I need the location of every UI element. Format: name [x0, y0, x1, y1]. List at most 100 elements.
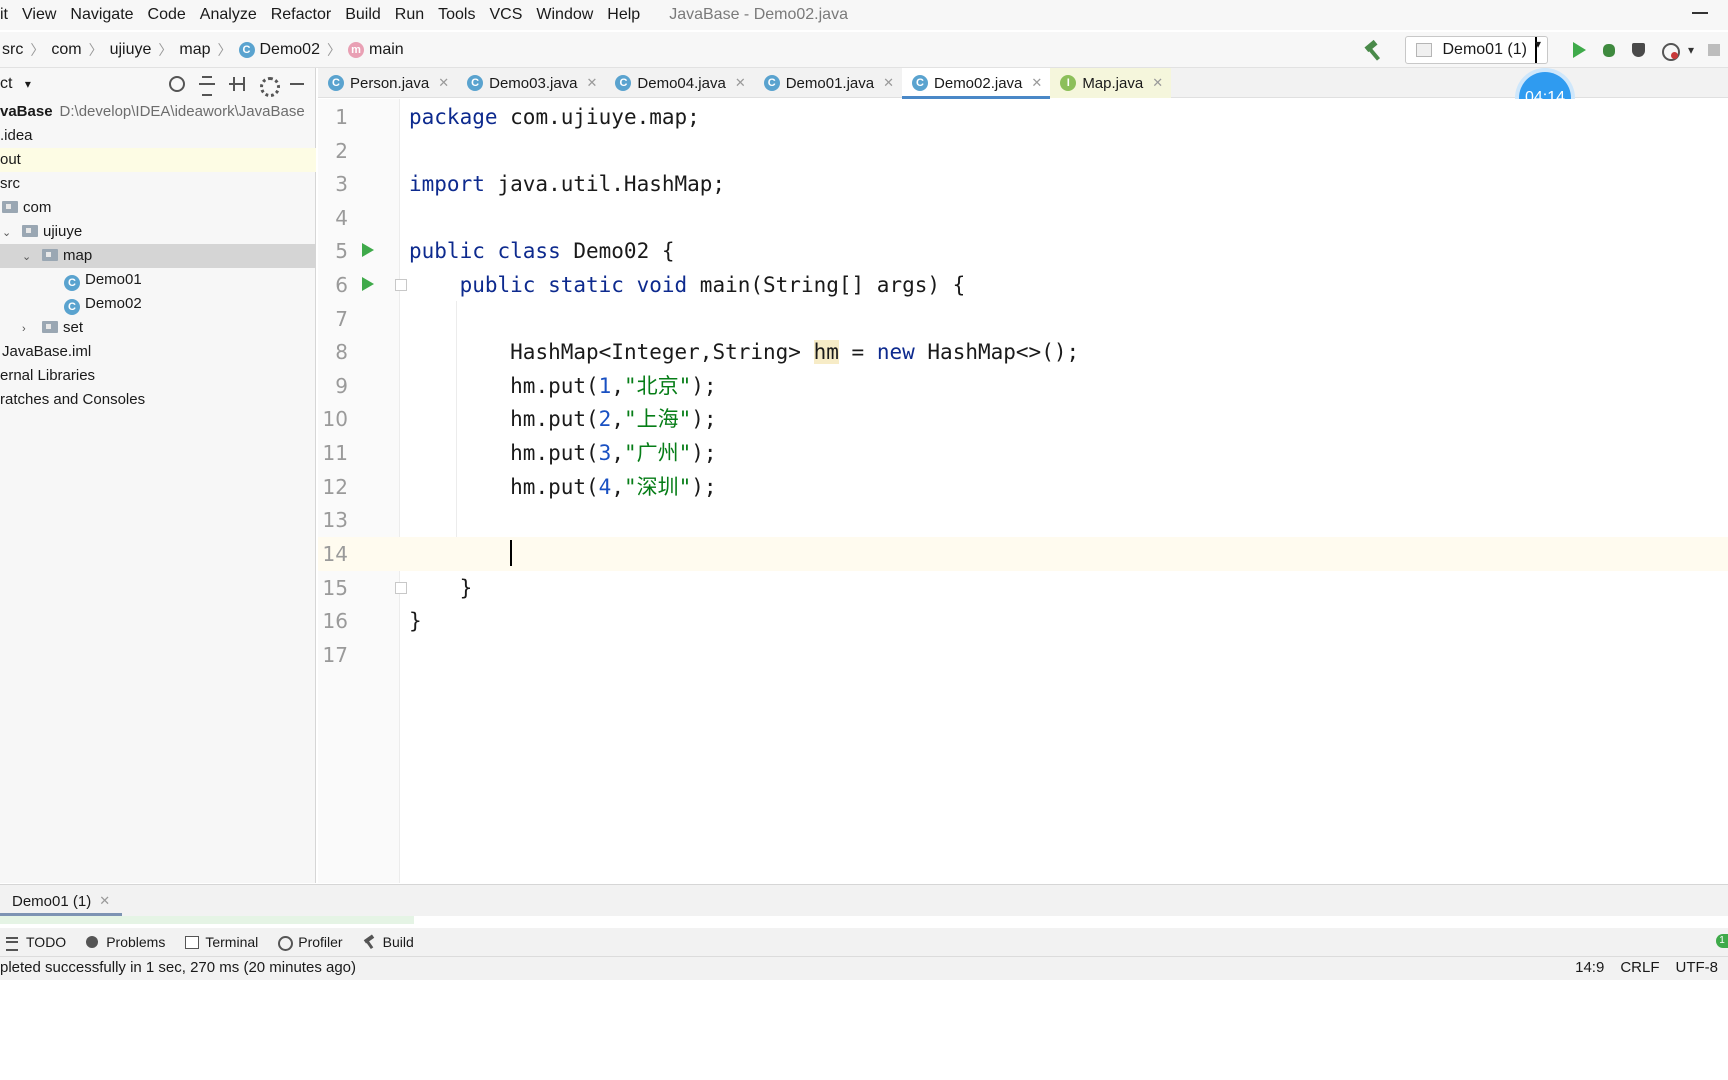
tree-item-out[interactable]: out	[0, 148, 316, 172]
code-line-17[interactable]: 17	[318, 638, 1728, 672]
code-editor[interactable]: 1 package com.ujiuye.map; 2 3 import jav…	[318, 99, 1728, 883]
close-icon[interactable]: ✕	[734, 75, 746, 90]
code-line-3[interactable]: 3 import java.util.HashMap;	[318, 167, 1728, 201]
close-icon[interactable]: ✕	[1031, 75, 1043, 90]
gear-icon[interactable]	[257, 74, 280, 97]
menu-edit[interactable]: it	[0, 6, 8, 23]
line-number: 5	[335, 239, 348, 263]
fold-icon[interactable]	[395, 582, 407, 594]
run-icon[interactable]	[1569, 40, 1589, 60]
project-view-selector[interactable]: ct ▾	[0, 75, 31, 93]
close-icon[interactable]: ✕	[883, 75, 895, 90]
menu-build[interactable]: Build	[345, 6, 381, 23]
menu-analyze[interactable]: Analyze	[199, 6, 257, 23]
tool-window-todo[interactable]: TODO	[6, 934, 66, 951]
profile-icon[interactable]	[1659, 40, 1680, 61]
tree-item-scratches[interactable]: ratches and Consoles	[0, 388, 316, 412]
tab-demo01[interactable]: C Demo01.java ✕	[754, 68, 902, 98]
tree-item-set[interactable]: ›set	[0, 316, 316, 340]
tool-window-problems[interactable]: Problems	[86, 934, 165, 950]
tab-demo04[interactable]: C Demo04.java ✕	[605, 68, 753, 98]
code-line-7[interactable]: 7	[318, 302, 1728, 336]
line-number: 2	[335, 139, 348, 163]
menu-run[interactable]: Run	[394, 6, 425, 23]
menu-refactor[interactable]: Refactor	[270, 6, 332, 23]
coverage-icon[interactable]	[1629, 40, 1649, 60]
menu-view[interactable]: View	[22, 6, 57, 23]
menu-vcs[interactable]: VCS	[489, 6, 523, 23]
code-line-14[interactable]: 14	[318, 537, 1728, 571]
run-gutter-icon[interactable]	[362, 243, 374, 257]
code-line-16[interactable]: 16 }	[318, 604, 1728, 638]
tree-item-map[interactable]: ⌄ map	[0, 244, 316, 268]
minimize-icon[interactable]	[1692, 12, 1708, 14]
tool-window-terminal[interactable]: Terminal	[185, 934, 258, 950]
code-line-13[interactable]: 13	[318, 503, 1728, 537]
run-config-selector[interactable]: Demo01 (1) ▾	[1405, 36, 1548, 64]
tree-item-iml[interactable]: JavaBase.iml	[0, 340, 316, 364]
menu-tools[interactable]: Tools	[438, 6, 476, 23]
file-encoding[interactable]: UTF-8	[1675, 959, 1719, 976]
tool-window-build[interactable]: Build	[363, 934, 414, 950]
code-line-6[interactable]: 6 public static void main(String[] args)…	[318, 268, 1728, 302]
debug-icon[interactable]	[1599, 40, 1619, 60]
tree-item-com[interactable]: com	[0, 196, 316, 220]
menu-window[interactable]: Window	[536, 6, 594, 23]
code-line-8[interactable]: 8 HashMap<Integer,String> hm = new HashM…	[318, 335, 1728, 369]
hide-panel-icon[interactable]	[287, 74, 307, 94]
event-log-badge[interactable]: 1	[1716, 934, 1728, 948]
breadcrumb-com[interactable]: com	[51, 40, 82, 58]
fold-icon[interactable]	[395, 279, 407, 291]
caret-position[interactable]: 14:9	[1575, 959, 1605, 976]
status-message[interactable]: pleted successfully in 1 sec, 270 ms (20…	[0, 959, 357, 976]
breadcrumb-main[interactable]: main	[368, 40, 404, 58]
tool-window-profiler[interactable]: Profiler	[278, 934, 343, 951]
tab-person[interactable]: C Person.java ✕	[318, 68, 457, 98]
menu-help[interactable]: Help	[607, 6, 641, 23]
expand-all-icon[interactable]	[197, 74, 217, 96]
tree-item-ujiuye[interactable]: ⌄ujiuye	[0, 220, 316, 244]
close-icon[interactable]: ✕	[438, 75, 450, 90]
close-icon[interactable]: ✕	[586, 75, 598, 90]
chevron-down-icon[interactable]: ⌄	[2, 227, 12, 239]
chevron-down-icon[interactable]: ⌄	[22, 251, 32, 263]
tree-item-label: map	[63, 247, 93, 264]
menu-code[interactable]: Code	[147, 6, 186, 23]
tree-item-label: src	[0, 175, 20, 192]
tab-demo02[interactable]: C Demo02.java ✕	[902, 68, 1051, 99]
close-icon[interactable]: ✕	[1152, 75, 1164, 90]
code-line-15[interactable]: 15 }	[318, 571, 1728, 605]
code-line-10[interactable]: 10 hm.put(2,"上海");	[318, 402, 1728, 436]
run-gutter-icon[interactable]	[362, 277, 374, 291]
code-text: hm.put(4,"深圳");	[510, 475, 717, 499]
breadcrumb-demo02[interactable]: Demo02	[259, 40, 320, 58]
tree-item-src[interactable]: src	[0, 172, 316, 196]
breadcrumb-src[interactable]: src	[2, 40, 24, 58]
stop-icon[interactable]	[1703, 40, 1723, 60]
run-tab-demo01[interactable]: Demo01 (1) ✕	[0, 885, 110, 917]
menu-navigate[interactable]: Navigate	[70, 6, 134, 23]
code-line-9[interactable]: 9 hm.put(1,"北京");	[318, 369, 1728, 403]
chevron-down-icon[interactable]: ▾	[1687, 43, 1694, 57]
breadcrumb-map[interactable]: map	[179, 40, 211, 58]
chevron-right-icon[interactable]: ›	[22, 323, 26, 335]
tree-item-external-libraries[interactable]: ernal Libraries	[0, 364, 316, 388]
code-line-4[interactable]: 4	[318, 201, 1728, 235]
code-line-12[interactable]: 12 hm.put(4,"深圳");	[318, 470, 1728, 504]
locate-icon[interactable]	[167, 74, 187, 94]
code-line-11[interactable]: 11 hm.put(3,"广州");	[318, 436, 1728, 470]
line-separator[interactable]: CRLF	[1620, 959, 1660, 976]
code-line-5[interactable]: 5 public class Demo02 {	[318, 234, 1728, 268]
breadcrumb-ujiuye[interactable]: ujiuye	[109, 40, 152, 58]
code-line-2[interactable]: 2	[318, 134, 1728, 168]
close-icon[interactable]: ✕	[99, 893, 111, 908]
tree-item-idea[interactable]: .idea	[0, 124, 316, 148]
tab-map[interactable]: I Map.java ✕	[1050, 68, 1172, 98]
collapse-all-icon[interactable]	[227, 74, 247, 94]
tab-demo03[interactable]: C Demo03.java ✕	[457, 68, 605, 98]
code-line-1[interactable]: 1 package com.ujiuye.map;	[318, 100, 1728, 134]
build-hammer-icon[interactable]	[1363, 39, 1385, 61]
